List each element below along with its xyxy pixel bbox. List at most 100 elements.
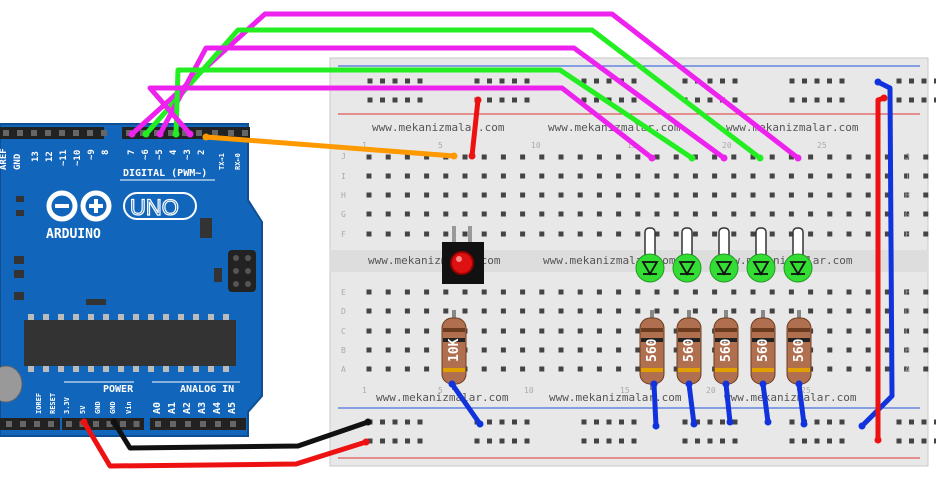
- breadboard-hole: [385, 366, 391, 372]
- wire-magenta[interactable]: [157, 45, 727, 161]
- wire-blue[interactable]: [651, 381, 659, 429]
- breadboard-hole: [558, 211, 564, 217]
- smd-component: [16, 196, 24, 202]
- chip-leg: [43, 366, 49, 372]
- breadboard-hole: [827, 347, 833, 353]
- resistor[interactable]: 560: [713, 310, 739, 390]
- led[interactable]: [746, 227, 776, 283]
- breadboard-hole: [673, 211, 679, 217]
- breadboard-hole: [808, 192, 814, 198]
- breadboard-hole: [904, 308, 910, 314]
- breadboard-hole: [404, 231, 410, 237]
- row-letter: F: [905, 230, 910, 239]
- smd-component: [200, 218, 212, 238]
- chip-leg: [73, 366, 79, 372]
- wire-red[interactable]: [469, 97, 481, 159]
- breadboard-hole: [865, 211, 871, 217]
- arduino-logo: [46, 190, 112, 222]
- breadboard-hole: [635, 366, 641, 372]
- breadboard-hole: [524, 419, 530, 425]
- resistor-band: [788, 328, 810, 332]
- breadboard-hole: [635, 347, 641, 353]
- breadboard-hole: [789, 78, 795, 84]
- resistor[interactable]: 560: [676, 310, 702, 390]
- breadboard-hole: [380, 97, 385, 103]
- led[interactable]: [783, 227, 813, 283]
- wire-end: [476, 420, 484, 428]
- wire-blue[interactable]: [796, 381, 807, 427]
- wire-end: [450, 152, 458, 160]
- wire-end: [720, 154, 728, 162]
- wire-blue[interactable]: [686, 381, 697, 427]
- watermark-text: www.mekanizmalar.com: [724, 391, 857, 404]
- breadboard-hole: [635, 328, 641, 334]
- breadboard-hole: [558, 347, 564, 353]
- pin-label: A5: [227, 402, 238, 414]
- breadboard-hole: [404, 308, 410, 314]
- wire-red[interactable]: [81, 419, 369, 469]
- breadboard-hole: [405, 419, 410, 425]
- pin-hole: [170, 421, 176, 427]
- breadboard-hole: [827, 154, 833, 160]
- wire-end: [874, 436, 882, 444]
- wire-end: [448, 380, 456, 388]
- breadboard-hole: [539, 308, 545, 314]
- pushbutton[interactable]: [442, 226, 484, 284]
- resistor-band: [715, 338, 737, 342]
- breadboard-hole: [884, 328, 890, 334]
- breadboard-hole: [596, 308, 602, 314]
- chip-leg: [43, 314, 49, 320]
- analog-label: ANALOG IN: [180, 384, 234, 395]
- pin-label: ~5: [155, 149, 165, 160]
- wire-end: [156, 130, 164, 138]
- breadboard-hole: [500, 231, 506, 237]
- smd-component: [86, 299, 106, 305]
- breadboard-hole: [769, 289, 775, 295]
- wire-green[interactable]: [143, 27, 763, 161]
- pin-hole: [228, 130, 234, 136]
- wire-green[interactable]: [173, 67, 695, 161]
- breadboard-hole: [539, 192, 545, 198]
- breadboard-hole: [558, 154, 564, 160]
- chip-leg: [118, 314, 124, 320]
- led[interactable]: [672, 227, 702, 283]
- wire-blue[interactable]: [449, 381, 483, 427]
- wire-end: [722, 380, 730, 388]
- led-lens: [709, 253, 739, 283]
- breadboard-hole: [499, 438, 505, 444]
- wire-end: [110, 418, 118, 426]
- breadboard-hole: [524, 97, 530, 103]
- breadboard-hole: [366, 308, 372, 314]
- breadboard-hole: [827, 366, 833, 372]
- breadboard-hole: [654, 231, 660, 237]
- breadboard-hole: [462, 173, 468, 179]
- led[interactable]: [635, 227, 665, 283]
- breadboard-hole: [424, 347, 430, 353]
- pushbutton-cap[interactable]: [450, 251, 474, 275]
- breadboard-hole: [884, 231, 890, 237]
- breadboard-hole: [827, 231, 833, 237]
- wire-orange[interactable]: [203, 134, 457, 159]
- breadboard-hole: [404, 173, 410, 179]
- resistor[interactable]: 560: [639, 310, 665, 390]
- wire-blue[interactable]: [760, 381, 771, 425]
- wire-end: [685, 380, 693, 388]
- breadboard-hole: [814, 97, 820, 103]
- resistor[interactable]: 10K: [441, 310, 467, 390]
- chip-leg: [163, 366, 169, 372]
- wire-magenta[interactable]: [147, 85, 655, 161]
- breadboard-hole: [577, 173, 583, 179]
- breadboard-hole: [884, 192, 890, 198]
- resistor[interactable]: 560: [750, 310, 776, 390]
- breadboard-hole: [481, 173, 487, 179]
- resistor[interactable]: 560: [786, 310, 812, 390]
- pin-label: 2: [197, 150, 207, 155]
- breadboard-hole: [769, 154, 775, 160]
- wire-blue[interactable]: [723, 381, 733, 425]
- led[interactable]: [709, 227, 739, 283]
- breadboard-hole: [481, 328, 487, 334]
- wire-black[interactable]: [111, 419, 371, 451]
- breadboard-hole: [520, 211, 526, 217]
- breadboard-hole: [594, 97, 599, 103]
